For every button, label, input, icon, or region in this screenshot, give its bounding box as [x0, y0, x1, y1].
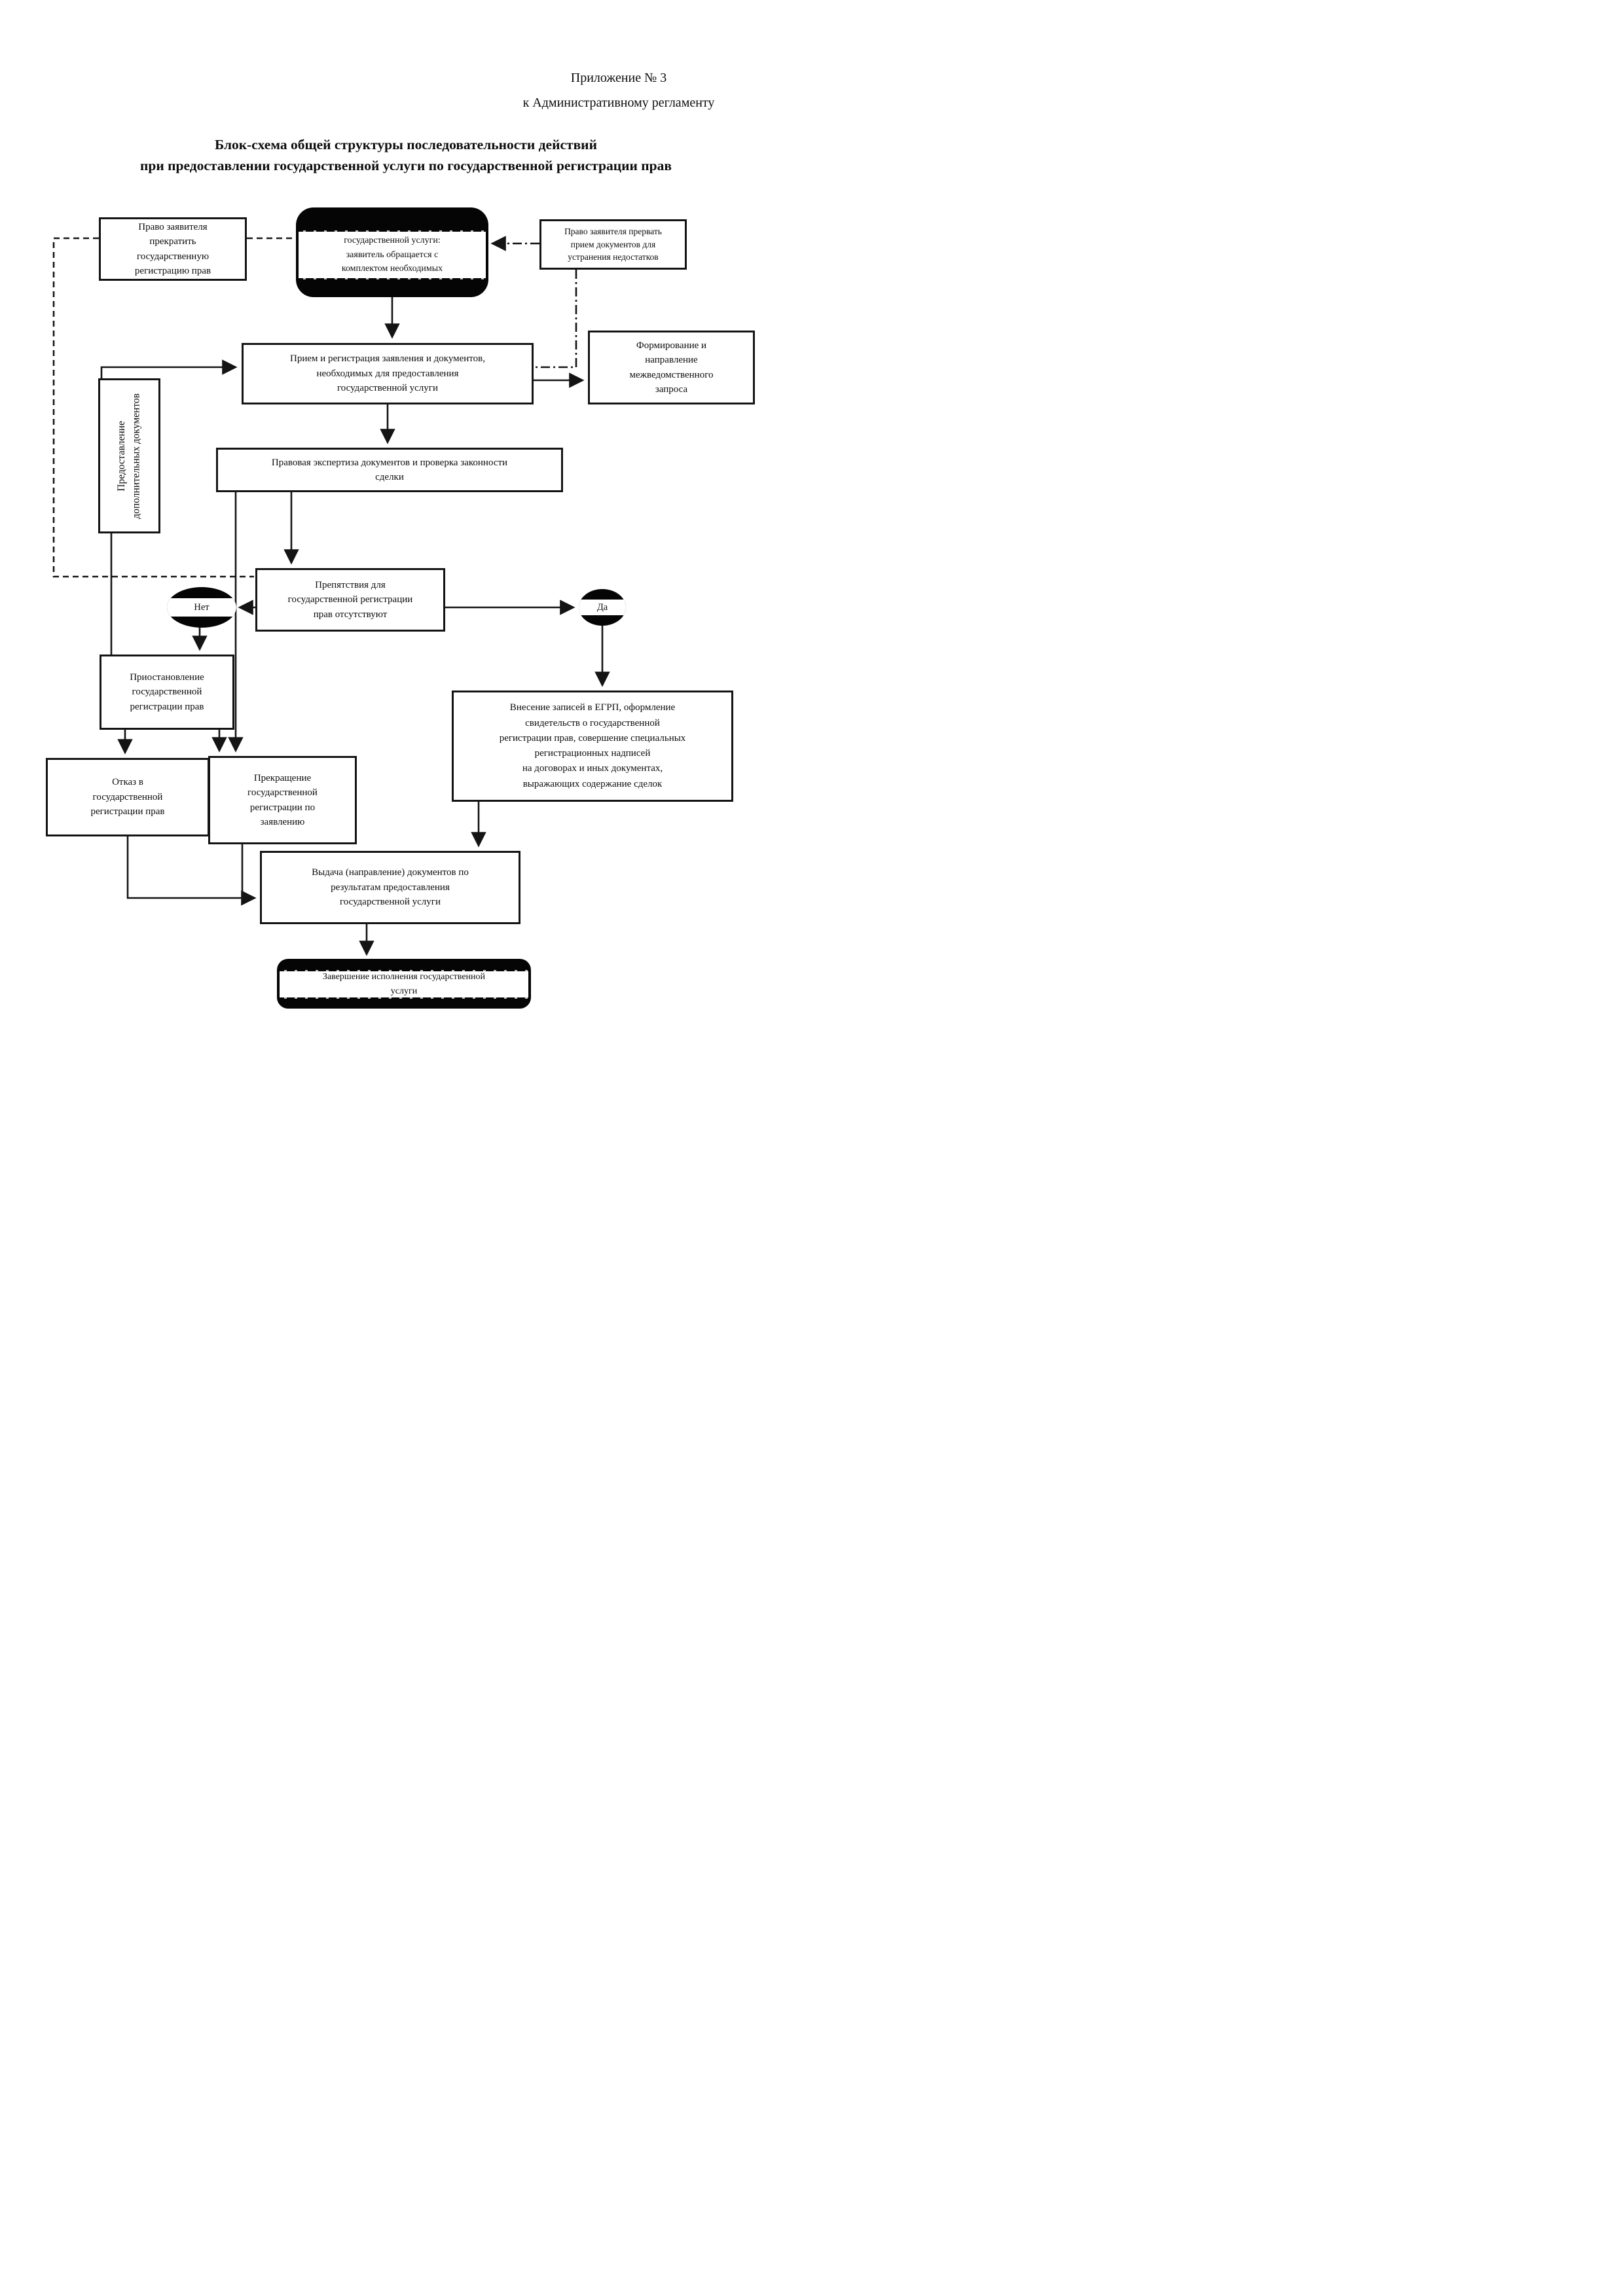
node-additional-docs: Предоставление дополнительных документов	[98, 378, 160, 533]
node-yes-label: Да	[579, 599, 626, 616]
node-interagency: Формирование и направление межведомствен…	[588, 331, 755, 404]
node-expertise: Правовая экспертиза документов и проверк…	[216, 448, 563, 492]
edge-dashdot-interrupt-to-reception	[535, 270, 577, 368]
node-claimant-interrupt: Право заявителя прервать прием документо…	[539, 219, 687, 270]
node-no: Нет	[167, 587, 236, 628]
document-page: Приложение № 3 к Административному регла…	[0, 0, 812, 1148]
edge-adddocs-to-reception	[100, 359, 238, 378]
node-refusal: Отказ в государственной регистрации прав	[46, 758, 210, 836]
page-title: Блок-схема общей структуры последователь…	[140, 137, 672, 174]
node-no-label: Нет	[167, 598, 236, 617]
node-claimant-stop: Право заявителя прекратить государственн…	[99, 217, 247, 281]
node-suspension: Приостановление государственной регистра…	[100, 655, 234, 730]
node-yes: Да	[579, 589, 626, 626]
edge-refusal-to-issuance	[126, 836, 257, 906]
node-start-label: государственной услуги: заявитель обраща…	[299, 228, 486, 281]
node-issuance: Выдача (направление) документов по резул…	[260, 851, 520, 924]
node-start: государственной услуги: заявитель обраща…	[297, 208, 488, 296]
node-additional-docs-label: Предоставление дополнительных документов	[116, 393, 142, 519]
flowchart-connectors	[52, 236, 610, 956]
appendix-header: Приложение № 3 к Административному регла…	[522, 71, 715, 110]
node-reception: Прием и регистрация заявления и документ…	[242, 343, 534, 404]
node-egrp: Внесение записей в ЕГРП, оформление свид…	[452, 691, 733, 802]
edge-dashed-left-margin	[52, 237, 254, 578]
node-decision: Препятствия для государственной регистра…	[255, 568, 445, 632]
node-end: Завершение исполнения государственной ус…	[278, 960, 530, 1008]
node-end-label: Завершение исполнения государственной ус…	[280, 968, 528, 1001]
node-termination: Прекращение государственной регистрации …	[208, 756, 357, 844]
